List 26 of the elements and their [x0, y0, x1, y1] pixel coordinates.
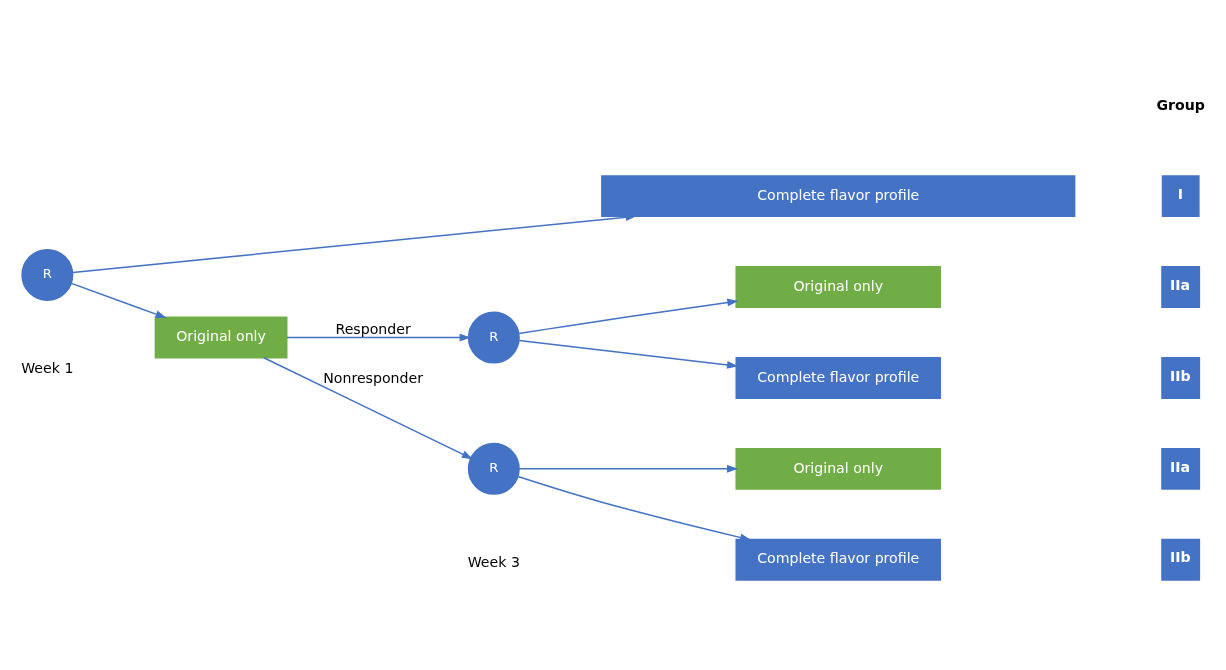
node-box: Original only: [735, 266, 942, 308]
node-box: IIb: [1161, 538, 1201, 581]
node-circle: R: [467, 311, 520, 364]
node-box: Complete flavor profile: [735, 356, 942, 399]
node-circle: R: [467, 442, 520, 495]
label: Week 3: [467, 553, 520, 570]
node-circle: R: [21, 248, 74, 301]
node-box: Complete flavor profile: [601, 175, 1076, 218]
edge-label: Nonresponder: [323, 370, 423, 387]
arrow: [517, 475, 752, 542]
node-box: Complete flavor profile: [735, 538, 942, 581]
node-box: IIa: [1161, 266, 1201, 308]
label: Group: [1156, 96, 1205, 113]
node-box: IIa: [1161, 447, 1201, 490]
arrow: [70, 282, 167, 319]
node-box: Original only: [735, 447, 942, 490]
node-box: IIb: [1161, 356, 1201, 399]
node-box: Original only: [154, 316, 288, 359]
edge-label: Responder: [335, 320, 411, 337]
node-box: I: [1161, 175, 1200, 218]
arrow: [263, 357, 473, 460]
arrow: [518, 298, 739, 335]
arrow: [518, 464, 739, 473]
arrow: [518, 339, 739, 369]
arrow: [286, 333, 471, 342]
label: Week 1: [21, 359, 74, 376]
